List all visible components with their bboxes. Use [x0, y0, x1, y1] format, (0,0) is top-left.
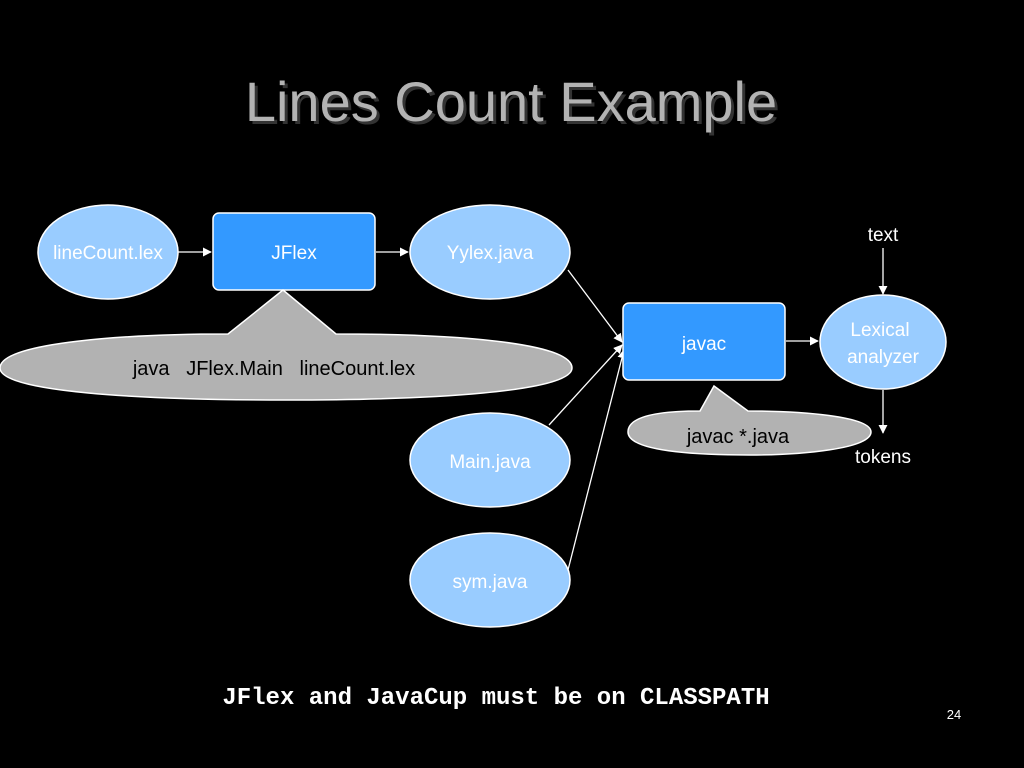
- node-linecount-lex-label: lineCount.lex: [53, 243, 163, 264]
- node-jflex: JFlex: [212, 212, 376, 291]
- arrow-main-to-javac: [548, 344, 623, 426]
- node-sym-java-label: sym.java: [453, 572, 528, 593]
- node-javac-label: javac: [681, 334, 726, 355]
- input-text-label: text: [868, 225, 899, 246]
- title-shadow: Lines Count Example: [248, 73, 780, 136]
- classpath-note: JFlex and JavaCup must be on CLASSPATH: [222, 685, 769, 712]
- slide-title: Lines Count Example: [245, 70, 777, 133]
- node-yylex-java-label: Yylex.java: [447, 243, 534, 264]
- node-main-java-label: Main.java: [449, 452, 531, 473]
- node-jflex-label: JFlex: [271, 243, 317, 264]
- callout-jflex-command-text: java JFlex.Main lineCount.lex: [132, 358, 415, 380]
- callout-javac-command-text: javac *.java: [686, 426, 790, 448]
- node-sym-java: sym.java: [409, 532, 571, 628]
- node-linecount-lex: lineCount.lex: [37, 204, 179, 300]
- node-lexical-analyzer-label-line1: Lexical: [850, 320, 909, 341]
- callout-javac-command: javac *.java: [627, 384, 872, 456]
- node-lexical-analyzer-label-line2: analyzer: [847, 347, 919, 368]
- page-number: 24: [947, 707, 961, 722]
- node-yylex-java: Yylex.java: [409, 204, 571, 300]
- node-main-java: Main.java: [409, 412, 571, 508]
- arrow-yylex-to-javac: [567, 269, 623, 343]
- node-javac: javac: [622, 302, 786, 381]
- node-lexical-analyzer: Lexical analyzer: [819, 294, 947, 390]
- connectors: [177, 247, 888, 571]
- callout-jflex-command: java JFlex.Main lineCount.lex: [0, 289, 573, 401]
- output-tokens-label: tokens: [855, 447, 911, 468]
- arrow-sym-to-javac: [567, 349, 627, 571]
